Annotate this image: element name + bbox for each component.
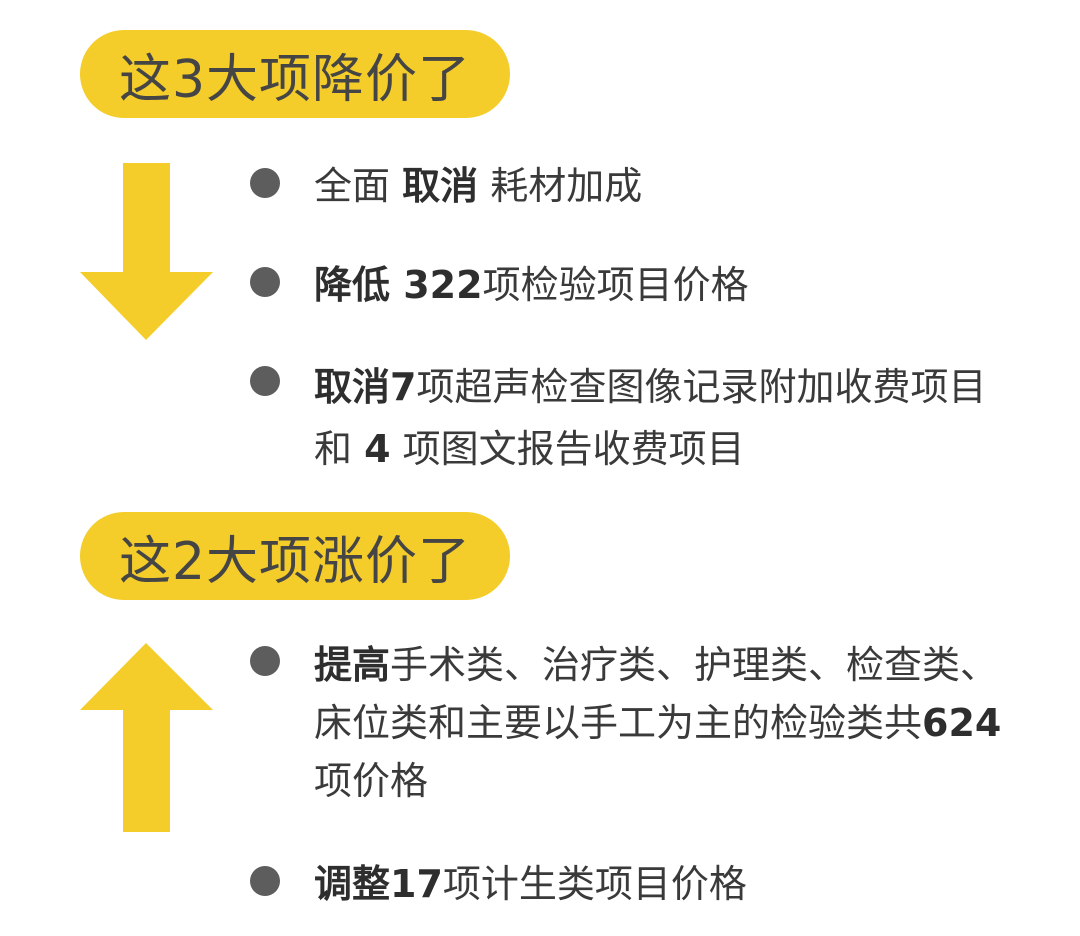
item-highlight: 取消: [402, 164, 479, 208]
item-highlight: 624: [922, 701, 1002, 745]
list-item: 全面 取消 耗材加成: [250, 158, 1004, 214]
item-text: 项检验项目价格: [482, 263, 749, 307]
list-item: 降低 322项检验项目价格: [250, 257, 1004, 313]
list-item: 调整17项计生类项目价格: [250, 856, 1004, 912]
list-item: 取消7项超声检查图像记录附加收费项目和 4 项图文报告收费项目: [250, 356, 1004, 480]
item-text: 耗材加成: [478, 164, 643, 208]
item-highlight: 调整17: [314, 862, 443, 906]
item-highlight: 提高: [314, 643, 391, 687]
item-text: 项图文报告收费项目: [390, 427, 745, 471]
bullet-icon: [250, 168, 280, 198]
arrow-up-icon: [80, 643, 213, 832]
item-text: 全面: [314, 164, 403, 208]
item-highlight: 4: [364, 427, 391, 471]
bullet-icon: [250, 366, 280, 396]
list-item: 提高手术类、治疗类、护理类、检查类、床位类和主要以手工为主的检验类共624 项价格: [250, 636, 1004, 810]
section-title-price-down: 这3大项降价了: [80, 30, 510, 118]
section-title-price-up: 这2大项涨价了: [80, 512, 510, 600]
item-text: 项计生类项目价格: [442, 862, 747, 906]
item-text: 项价格: [314, 759, 429, 803]
bullet-icon: [250, 267, 280, 297]
bullet-icon: [250, 866, 280, 896]
item-highlight: 取消7: [314, 365, 417, 409]
bullet-icon: [250, 646, 280, 676]
item-highlight: 降低 322: [314, 263, 483, 307]
arrow-down-icon: [80, 163, 213, 340]
price-up-title: 这2大项涨价了: [118, 531, 472, 592]
item-text: 项超声检查图像记录附加收费项目和: [314, 365, 987, 471]
item-text: 手术类、治疗类、护理类、检查类、床位类和主要以手工为主的检验类共: [314, 643, 999, 745]
price-down-title: 这3大项降价了: [118, 49, 472, 110]
